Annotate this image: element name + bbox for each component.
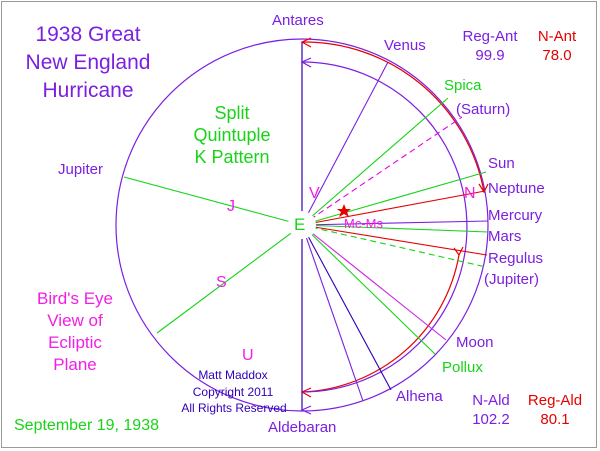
n-ald-value: 102.2	[472, 411, 510, 428]
mc-ms-star	[337, 204, 351, 217]
moon-label: Moon	[456, 334, 494, 351]
copyright-line-3: All Rights Reserved	[181, 401, 287, 415]
neptune-line	[301, 190, 486, 226]
moon-line	[301, 224, 447, 341]
reg-ant-value: 99.9	[475, 47, 505, 64]
jupiter-label: Jupiter	[58, 161, 104, 178]
pollux-line	[301, 224, 436, 355]
lower-red-arrowhead	[300, 387, 312, 398]
alhena-label: Alhena	[396, 388, 443, 405]
view-line-1: Bird's Eye	[37, 289, 113, 308]
ecliptic-circle	[115, 38, 489, 412]
earth-marker	[288, 211, 316, 239]
red-arc	[301, 41, 485, 193]
saturn-label: (Saturn)	[456, 101, 511, 118]
jupiter-marker: J	[227, 198, 235, 215]
inner-top-arrowhead	[300, 57, 312, 68]
red-arc-lower	[301, 254, 460, 393]
n-ant-value: 78.0	[542, 47, 572, 64]
regulus-label: Regulus	[488, 250, 544, 267]
sun-label: Sun	[488, 155, 515, 172]
copyright-line-1: Matt Maddox	[198, 368, 268, 382]
n-ald-label: N-Ald	[472, 392, 510, 409]
jupiter-paren-label: (Jupiter)	[484, 271, 540, 288]
view-line-3: Ecliptic	[48, 333, 102, 352]
antares-label: Antares	[272, 12, 324, 29]
inner-arc	[301, 61, 468, 393]
neptune-arrowhead	[478, 183, 489, 194]
view-line-2: View of	[47, 311, 103, 330]
saturn-spica-line	[301, 116, 463, 226]
venus-marker: V	[309, 185, 320, 202]
saturn-marker: S	[216, 274, 227, 291]
mercury-label: Mercury	[488, 207, 543, 224]
title-line-3: Hurricane	[42, 79, 134, 102]
jupiter-regulus-line	[301, 224, 487, 268]
reg-ant-label: Reg-Ant	[462, 28, 518, 45]
sun-line	[301, 171, 487, 226]
regulus-arrowhead	[453, 246, 464, 257]
alhena-line	[301, 224, 392, 391]
regulus-line	[301, 224, 488, 256]
venus-label: Venus	[384, 37, 426, 54]
view-line-4: Plane	[53, 355, 97, 374]
mars-label: Mars	[488, 228, 522, 245]
date-label: September 19, 1938	[14, 417, 159, 434]
pollux-label: Pollux	[442, 359, 483, 376]
spica-line	[301, 97, 449, 226]
neptune-label: Neptune	[488, 180, 545, 197]
reg-ald-label: Reg-Ald	[527, 392, 583, 409]
aldebaran-line-2	[301, 224, 364, 402]
saturn-line	[156, 224, 303, 334]
pattern-line-2: Quintuple	[193, 125, 271, 145]
title-line-1: 1938 Great	[35, 23, 141, 46]
n-ant-label: N-Ant	[537, 28, 577, 45]
aldebaran-label: Aldebaran	[268, 419, 337, 436]
mars-line	[301, 224, 489, 233]
neptune-marker: N	[464, 185, 476, 202]
pattern-line-1: Split	[214, 103, 250, 123]
title-line-2: New England	[25, 51, 151, 74]
mc-ms-label: Mc-Ms	[344, 216, 383, 231]
earth-label: E	[294, 215, 306, 234]
reg-ald-value: 80.1	[540, 411, 570, 428]
lower-purple-arrowhead	[300, 405, 312, 415]
pattern-line-3: K Pattern	[194, 147, 270, 167]
antares-arrowhead	[300, 37, 312, 48]
uranus-marker: U	[242, 347, 254, 364]
spica-label: Spica	[444, 77, 482, 94]
jupiter-line	[123, 176, 303, 226]
venus-line	[301, 61, 389, 226]
copyright-line-2: Copyright 2011	[192, 385, 274, 399]
mercury-line	[301, 220, 489, 226]
